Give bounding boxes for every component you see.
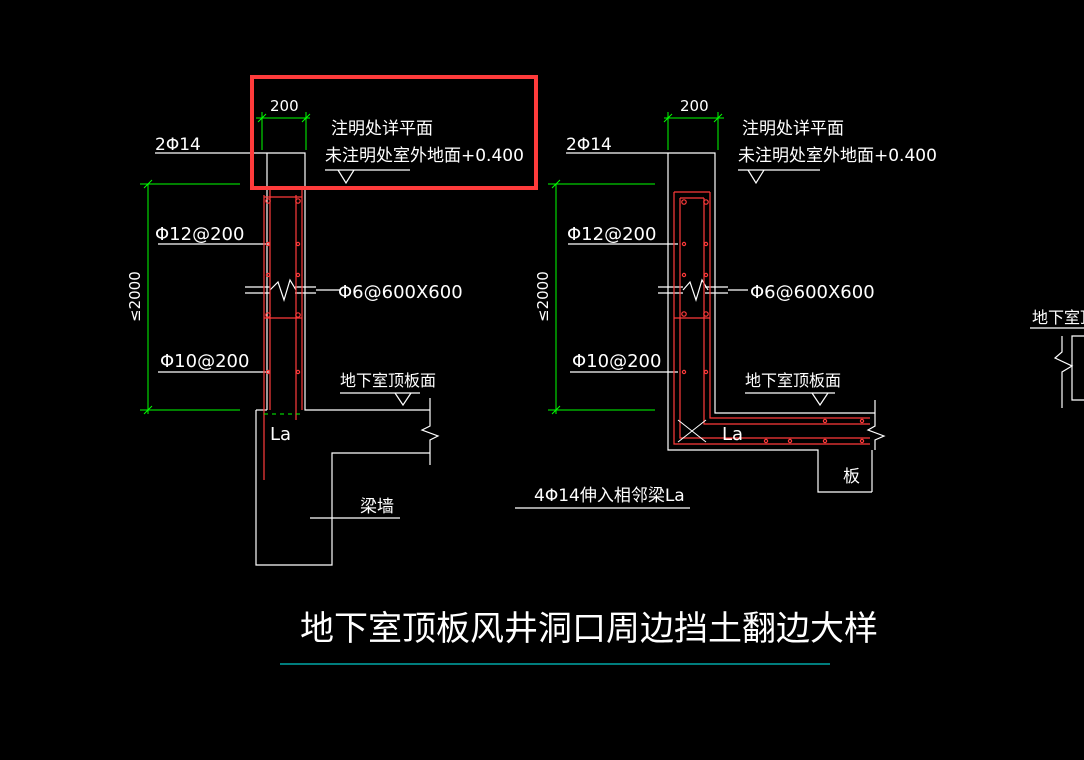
- left-bar-tie: Φ6@600X600: [338, 282, 463, 303]
- left-dimensions: [140, 112, 311, 415]
- left-bar-top: 2Φ14: [155, 135, 201, 155]
- left-detail: 200 注明处详平面 未注明处室外地面+0.400 2Φ14 Φ12@200 Φ…: [126, 75, 538, 566]
- left-bar-horizontal: Φ10@200: [160, 351, 249, 372]
- left-bar-vertical: Φ12@200: [155, 224, 244, 245]
- left-note-line2: 未注明处室外地面+0.400: [325, 146, 524, 166]
- left-note-line1: 注明处详平面: [331, 119, 433, 139]
- right-bar-vertical: Φ12@200: [567, 224, 656, 245]
- right-corner-cross: [677, 419, 707, 443]
- right-anchor-label: La: [722, 424, 743, 445]
- left-outline: [155, 152, 440, 566]
- right-slab-label: 地下室顶板面: [745, 371, 841, 390]
- right-bar-horizontal: Φ10@200: [572, 351, 661, 372]
- left-dim-height: ≤2000: [126, 271, 144, 322]
- left-anchor-label: La: [270, 424, 291, 445]
- right-note-line2: 未注明处室外地面+0.400: [738, 146, 937, 166]
- right-dimensions: [548, 112, 724, 415]
- left-rebar: [263, 190, 303, 480]
- left-dim-width: 200: [270, 97, 299, 115]
- drawing-title: 地下室顶板风井洞口周边挡土翻边大样: [300, 609, 878, 649]
- right-bar-top: 2Φ14: [566, 135, 612, 155]
- partial-detail: 地下室顶板: [1030, 308, 1084, 408]
- right-rebar: [673, 191, 870, 445]
- left-beam-wall-label: 梁墙: [360, 497, 394, 517]
- right-extend-label: 4Φ14伸入相邻梁La: [534, 486, 685, 506]
- left-slab-label: 地下室顶板面: [340, 371, 436, 390]
- right-bar-tie: Φ6@600X600: [750, 282, 875, 303]
- highlight-box: [250, 75, 538, 190]
- right-outline: [515, 152, 886, 509]
- right-dim-width: 200: [680, 97, 709, 115]
- right-dim-height: ≤2000: [534, 271, 552, 322]
- right-slab-name: 板: [843, 467, 860, 487]
- right-detail: 200 注明处详平面 未注明处室外地面+0.400 2Φ14 Φ12@200 Φ…: [515, 97, 937, 509]
- partial-slab-label: 地下室顶板: [1032, 308, 1084, 327]
- right-note-line1: 注明处详平面: [742, 119, 844, 139]
